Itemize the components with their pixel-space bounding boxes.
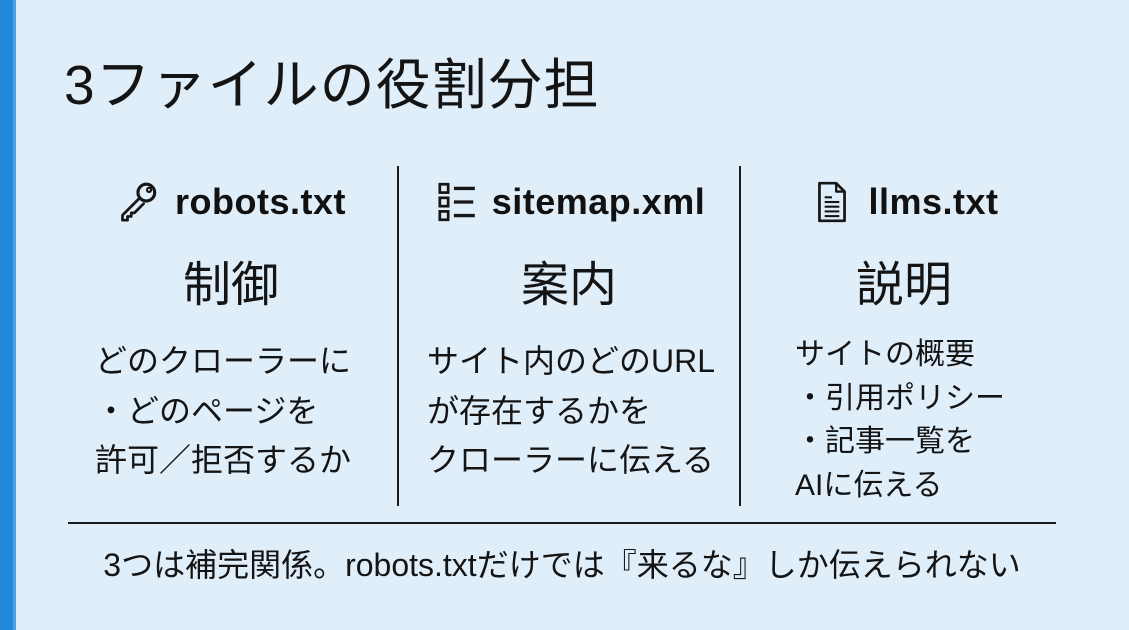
footer-note: 3つは補完関係。robots.txtだけでは『来るな』しか伝えられない <box>103 547 1021 583</box>
description-line: が存在するかを <box>427 392 652 429</box>
description-line: サイトの概要 <box>795 338 975 371</box>
role-label: 案内 <box>520 259 617 312</box>
description: どのクローラーに ・どのページを 許可／拒否するか <box>65 337 351 486</box>
role-label: 説明 <box>855 259 952 312</box>
description-line: ・どのページを <box>95 392 319 429</box>
description-line: クローラーに伝える <box>427 442 715 479</box>
column-sitemap-xml: sitemap.xml 案内 サイト内のどのURL が存在するかを クローラーに… <box>397 166 739 506</box>
file-name: sitemap.xml <box>491 181 706 222</box>
file-name: robots.txt <box>175 181 346 222</box>
description-line: AIに伝える <box>795 468 943 502</box>
description-line: どのクローラーに <box>95 343 352 379</box>
file-heading-robots: robots.txt <box>116 179 346 225</box>
comparison-columns: robots.txt 制御 どのクローラーに ・どのページを 許可／拒否するか <box>65 166 1067 506</box>
description: サイト内のどのURL が存在するかを クローラーに伝える <box>399 337 715 486</box>
document-icon <box>809 179 855 225</box>
description: サイトの概要 ・引用ポリシー ・記事一覧を AIに伝える <box>741 333 1005 507</box>
description-line: ・引用ポリシー <box>795 381 1005 415</box>
list-icon <box>433 179 479 225</box>
column-llms-txt: llms.txt 説明 サイトの概要 ・引用ポリシー ・記事一覧を AIに伝える <box>739 166 1067 506</box>
role-label: 制御 <box>182 259 279 312</box>
description-line: ・記事一覧を <box>795 425 975 458</box>
footer-divider-line <box>68 522 1056 524</box>
description-line: サイト内のどのURL <box>427 343 716 379</box>
file-name: llms.txt <box>868 181 999 222</box>
slide-panel: 3ファイルの役割分担 robots.txt 制御 どのクローラーに <box>16 0 1129 630</box>
description-line: 許可／拒否するか <box>95 442 352 479</box>
left-accent-stripe <box>13 0 16 630</box>
file-heading-sitemap: sitemap.xml <box>433 179 706 225</box>
file-heading-llms: llms.txt <box>809 179 998 225</box>
key-icon <box>116 179 162 225</box>
page-title: 3ファイルの役割分担 <box>64 54 600 116</box>
column-robots-txt: robots.txt 制御 どのクローラーに ・どのページを 許可／拒否するか <box>65 166 397 506</box>
